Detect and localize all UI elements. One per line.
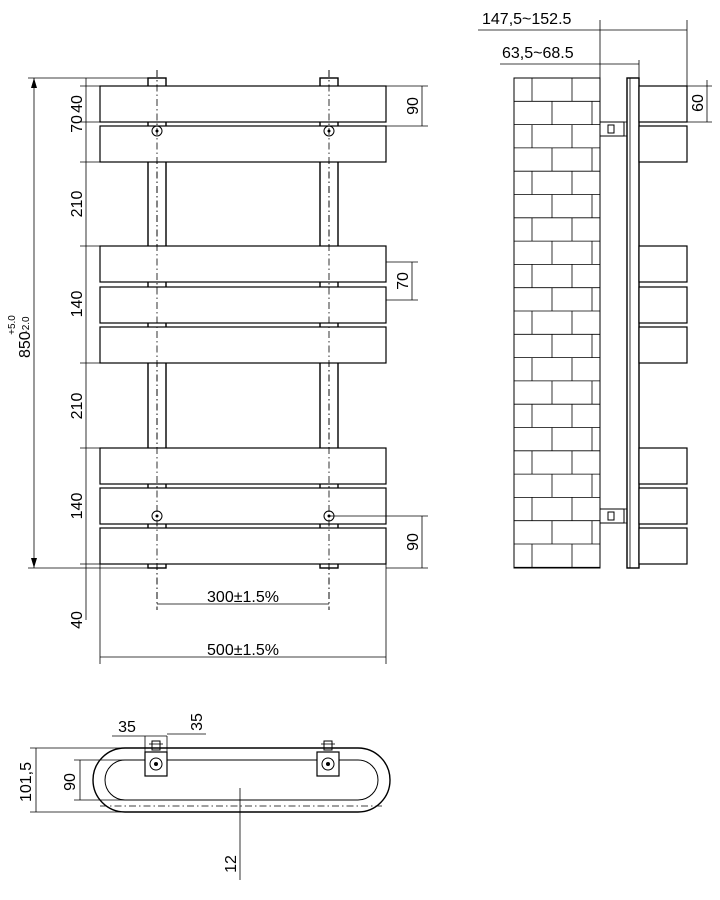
- height-tol-plus: +5.0: [7, 315, 18, 335]
- plan-dim-35-b: 35: [189, 713, 206, 731]
- top-bracket: [599, 121, 627, 137]
- plan-dim-101: 101,5: [18, 762, 35, 802]
- bar-6: [99, 447, 387, 485]
- side-bar-3: [638, 245, 688, 283]
- dim-90-top: 90: [405, 97, 422, 115]
- side-bar-5: [638, 326, 688, 364]
- side-rail: [626, 77, 640, 569]
- bar-4: [99, 286, 387, 324]
- connection-point-top-left: [151, 125, 163, 137]
- brick-wall: [513, 77, 601, 569]
- dim-40-bottom: 40: [69, 611, 86, 629]
- side-dimensions: [478, 20, 712, 123]
- bar-1: [99, 85, 387, 123]
- dim-210-lower: 210: [69, 393, 86, 420]
- bar-3: [99, 245, 387, 283]
- connection-point-bottom-left: [151, 510, 163, 522]
- bottom-bracket: [599, 508, 627, 524]
- side-bar-2: [638, 125, 688, 163]
- dim-70-right: 70: [395, 272, 412, 290]
- side-bar-7: [638, 487, 688, 525]
- rail-inner-contour: [104, 759, 379, 801]
- front-view: 40 70 210 140 210 140 40 850 +5.0 -2.0: [7, 70, 428, 664]
- side-bar-1: [638, 85, 688, 123]
- dim-90-bottom: 90: [405, 533, 422, 551]
- centers-width: 300±1.5%: [207, 589, 279, 606]
- left-connector: [144, 740, 168, 777]
- bar-8: [99, 527, 387, 565]
- overall-height-dimension: [28, 77, 148, 569]
- overall-width: 500±1.5%: [207, 642, 279, 659]
- dim-70: 70: [69, 115, 86, 133]
- left-dimension-chain: [80, 78, 100, 620]
- plan-view: 35 35 101,5 90 12: [18, 713, 391, 880]
- rail-outer-contour: [92, 747, 391, 813]
- height-value: 850: [17, 331, 34, 358]
- bar-2: [99, 125, 387, 163]
- plan-dim-35-a: 35: [118, 719, 136, 736]
- side-view: 147,5~152.5 63,5~68.5 60: [478, 11, 712, 569]
- right-connector: [316, 740, 340, 777]
- side-bar-8: [638, 527, 688, 565]
- dim-140-upper: 140: [69, 291, 86, 318]
- plan-dim-12: 12: [223, 855, 240, 873]
- depth-outer: 147,5~152.5: [482, 11, 572, 28]
- dim-40-top: 40: [69, 95, 86, 113]
- plan-dimensions: [30, 733, 250, 880]
- dim-210-upper: 210: [69, 191, 86, 218]
- dim-140-lower: 140: [69, 493, 86, 520]
- side-bar-4: [638, 286, 688, 324]
- bottom-width-dimensions: [99, 564, 387, 664]
- depth-inner: 63,5~68.5: [502, 45, 574, 62]
- bar-depth: 60: [690, 94, 707, 112]
- plan-dim-90: 90: [62, 773, 79, 791]
- bar-7: [99, 487, 387, 525]
- right-dimensions: [329, 85, 428, 569]
- height-tol-minus: -2.0: [21, 316, 32, 334]
- side-bar-6: [638, 447, 688, 485]
- bar-5: [99, 326, 387, 364]
